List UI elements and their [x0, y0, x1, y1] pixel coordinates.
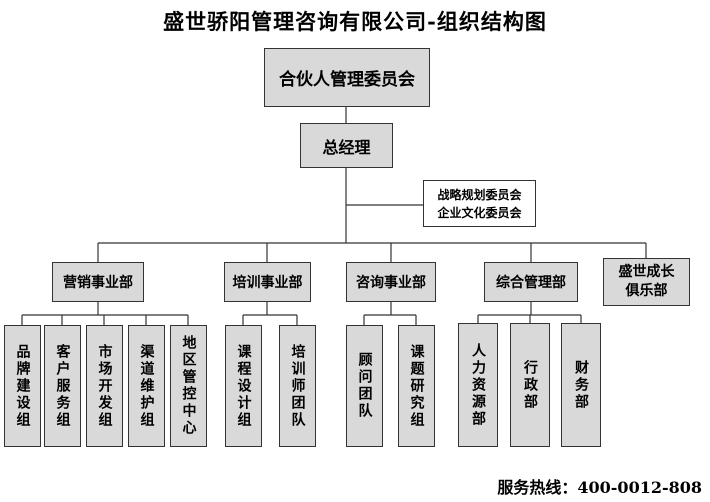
unit-administration: 行政部	[510, 323, 550, 447]
unit-label: 市场开发组	[96, 343, 113, 429]
unit-channel-maintenance: 渠道维护组	[128, 325, 165, 447]
unit-label: 课程设计组	[235, 343, 252, 429]
division-consulting-label: 咨询事业部	[356, 275, 426, 291]
chart-title: 盛世骄阳管理咨询有限公司-组织结构图	[163, 9, 547, 34]
unit-label: 培训师团队	[289, 343, 306, 429]
hotline-label: 服务热线：	[497, 478, 578, 497]
unit-customer-service: 客户服务组	[44, 325, 81, 447]
unit-label: 行政部	[522, 359, 538, 411]
unit-label: 地区管控中心	[180, 335, 197, 437]
unit-consultant-team: 顾问团队	[346, 325, 383, 447]
division-consulting: 咨询事业部	[346, 262, 436, 302]
unit-label: 人力资源部	[470, 342, 486, 428]
unit-label: 渠道维护组	[138, 343, 155, 429]
division-training-label: 培训事业部	[232, 275, 303, 291]
unit-trainer-team: 培训师团队	[279, 325, 316, 447]
division-marketing-label: 营销事业部	[63, 275, 133, 291]
hotline-number: 400-0012-808	[577, 478, 702, 497]
partner-committee-label: 合伙人管理委员会	[279, 70, 415, 90]
division-training: 培训事业部	[224, 262, 311, 302]
unit-label: 财务部	[573, 359, 589, 411]
unit-label: 课题研究组	[408, 343, 425, 429]
service-hotline: 服务热线：400-0012-808	[497, 474, 702, 498]
unit-label: 品牌建设组	[14, 343, 31, 429]
division-club-label: 盛世成长俱乐部	[618, 264, 675, 299]
division-admin-label: 综合管理部	[496, 275, 566, 291]
unit-label: 顾问团队	[356, 352, 373, 420]
strategy-committee-label: 战略规划委员会	[437, 187, 522, 202]
unit-label: 客户服务组	[54, 343, 71, 429]
general-manager-label: 总经理	[322, 137, 371, 157]
unit-research-group: 课题研究组	[398, 325, 435, 447]
advisory-committees-box: 战略规划委员会 企业文化委员会	[423, 180, 536, 227]
culture-committee-label: 企业文化委员会	[437, 205, 522, 220]
partner-committee-box: 合伙人管理委员会	[264, 48, 430, 107]
division-club: 盛世成长俱乐部	[603, 258, 690, 306]
division-marketing: 营销事业部	[52, 262, 144, 302]
unit-hr: 人力资源部	[458, 323, 498, 447]
general-manager-box: 总经理	[300, 123, 393, 168]
unit-market-development: 市场开发组	[86, 325, 123, 447]
unit-course-design: 课程设计组	[225, 325, 262, 447]
unit-regional-control: 地区管控中心	[170, 325, 207, 447]
unit-finance: 财务部	[561, 323, 601, 447]
unit-brand-building: 品牌建设组	[4, 325, 41, 447]
division-admin: 综合管理部	[484, 262, 578, 302]
